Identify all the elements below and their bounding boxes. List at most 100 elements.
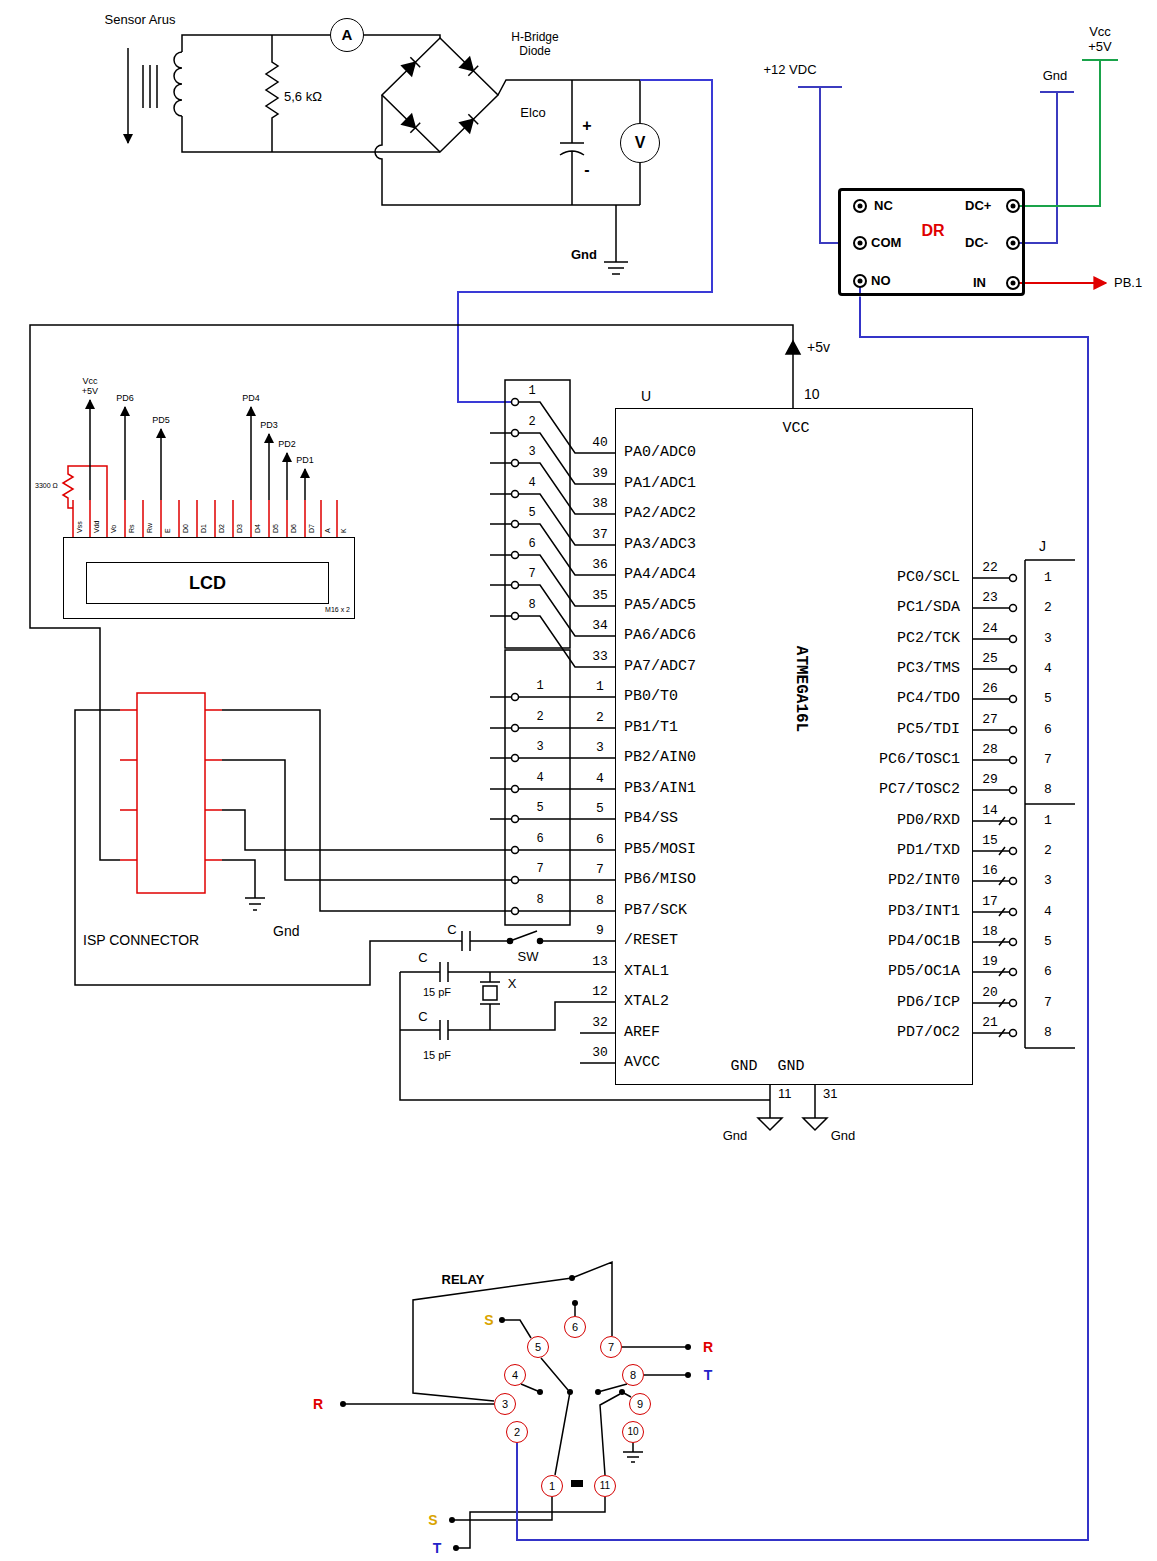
port-a-wire <box>519 402 615 667</box>
terminal-dot <box>619 1389 625 1395</box>
text-label: 3 <box>1043 874 1053 889</box>
screw-terminal <box>1007 200 1019 212</box>
isp-connector <box>120 693 511 911</box>
text-label: 28 <box>981 743 999 758</box>
wire <box>498 80 640 95</box>
text-label: - <box>583 161 590 179</box>
node-text: PD1/TXD <box>897 842 960 859</box>
diode-symbol <box>402 57 420 75</box>
relay-pin-circle: 3 <box>494 1393 516 1415</box>
text-label: R <box>702 1339 714 1355</box>
relay-pin-circle: 1 <box>541 1475 563 1497</box>
text-label: +5v <box>806 339 831 355</box>
node-text: PD3/INT1 <box>888 903 960 920</box>
text-label: U <box>640 388 652 404</box>
header-pin <box>512 399 519 915</box>
terminal-dot <box>858 204 863 209</box>
text-label: 3 <box>527 446 536 460</box>
text-label: 13 <box>591 955 609 970</box>
node-text: PD2/INT0 <box>888 872 960 889</box>
diode-symbol <box>468 66 478 76</box>
relay-pin-circle: 11 <box>594 1475 616 1497</box>
node-text: PC7/TOSC2 <box>879 781 960 798</box>
text-label: 15 pF <box>422 986 452 999</box>
node-text: PA7/ADC7 <box>624 658 696 675</box>
text-label: 1 <box>1043 814 1053 829</box>
relay-pin-circle: 7 <box>600 1336 622 1358</box>
header-pin <box>512 552 519 559</box>
node-text: IN <box>973 276 986 291</box>
header-pin <box>512 694 519 701</box>
node-text: PD0/RXD <box>897 812 960 829</box>
diode-symbol <box>402 114 420 132</box>
text-label: 6 <box>527 538 536 552</box>
signal-arrow <box>268 434 270 500</box>
header-pin <box>1010 939 1017 946</box>
relay-driver-module: NCCOMNODRDC+DC-IN <box>838 188 1025 296</box>
wire <box>375 95 640 205</box>
header-pin <box>1010 1000 1017 1007</box>
relay-contact <box>541 1358 631 1475</box>
terminal-dot <box>567 1389 573 1395</box>
header-pin <box>1010 666 1017 673</box>
node-text: AVCC <box>624 1054 660 1071</box>
text-label: 4 <box>1043 662 1053 677</box>
node-text: ATMEGA16L <box>792 646 810 732</box>
switch-contact <box>508 939 543 944</box>
isp-pin <box>120 710 222 860</box>
text-label: PD1 <box>295 455 315 465</box>
terminal-dot <box>685 1344 691 1350</box>
lcd-screen: LCD <box>86 562 329 604</box>
pin-slash <box>999 817 1005 1037</box>
node-text: PD7/OC2 <box>897 1024 960 1041</box>
text-label: 15 pF <box>422 1049 452 1062</box>
node-text: PB5/MOSI <box>624 841 696 858</box>
screw-terminal <box>1007 237 1019 249</box>
node-text: GND <box>777 1058 804 1075</box>
node-text: PC4/TDO <box>897 690 960 707</box>
header-pin <box>512 582 519 589</box>
screw-terminal <box>854 275 866 287</box>
text-label: 4 <box>595 772 605 787</box>
diode-symbol <box>460 114 478 132</box>
diode-symbol <box>460 57 478 75</box>
node-text: PD4/OC1B <box>888 933 960 950</box>
node-text: 11 <box>600 1480 610 1492</box>
terminal-dot <box>572 1300 578 1306</box>
pin-header <box>505 380 570 648</box>
header-pin <box>512 877 519 884</box>
text-label: 6 <box>595 833 605 848</box>
node-text: PB3/AIN1 <box>624 780 696 797</box>
isp-wire <box>222 710 511 911</box>
text-label: 4 <box>535 772 544 786</box>
node-text: 5 <box>535 1341 541 1354</box>
text-label: 4 <box>527 477 536 491</box>
text-label: 2 <box>595 711 605 726</box>
text-label: 14 <box>981 804 999 819</box>
ammeter-circle: A <box>330 18 364 52</box>
header-pin <box>1010 696 1017 703</box>
text-label: D1 <box>200 523 208 534</box>
text-label: 5 <box>595 802 605 817</box>
relay-wiring <box>340 1262 691 1551</box>
text-label: T <box>432 1540 443 1556</box>
diode-symbol <box>402 57 420 75</box>
text-label: 22 <box>981 561 999 576</box>
ground-symbol <box>758 1118 827 1130</box>
terminal-dot <box>858 241 863 246</box>
header-pin <box>1010 909 1017 916</box>
node-text: 7 <box>608 1341 614 1354</box>
text-label: Gnd <box>570 248 598 263</box>
wire <box>182 116 440 152</box>
node-text: 3 <box>502 1398 508 1411</box>
text-label: 7 <box>535 863 544 877</box>
text-label: + <box>581 117 592 135</box>
text-label: 5 <box>1043 692 1053 707</box>
text-label: D7 <box>308 523 316 534</box>
text-label: C <box>417 1010 428 1025</box>
node-text: LCD <box>189 573 226 594</box>
text-label: D2 <box>218 523 226 534</box>
header-pin <box>1010 605 1017 612</box>
